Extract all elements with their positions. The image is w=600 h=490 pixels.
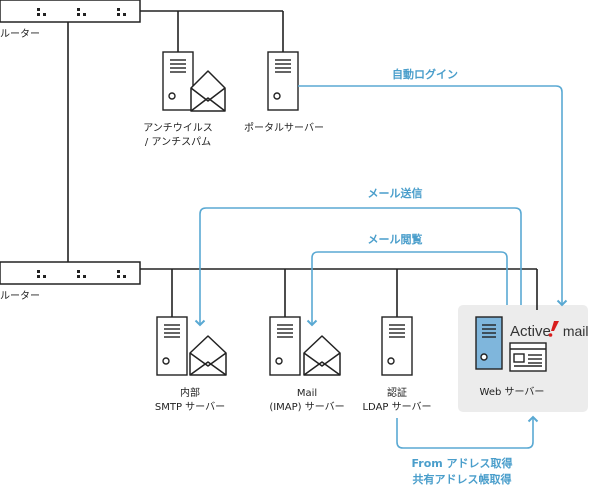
- router-top-label: ルーター: [0, 28, 40, 40]
- server-web-label: Web サーバー: [480, 386, 545, 398]
- router-top: [0, 0, 141, 23]
- flow-ldap-label-2: 共有アドレス帳取得: [413, 472, 512, 486]
- flow-auto-login-label: 自動ログイン: [392, 67, 458, 81]
- server-web-icon: [475, 316, 503, 370]
- activemail-exclamation-icon: [548, 321, 559, 337]
- envelope-imap-icon: [303, 335, 341, 376]
- server-imap-label-1: Mail: [297, 388, 317, 399]
- server-portal-label: ポータルサーバー: [244, 122, 324, 134]
- server-imap-label-2: (IMAP) サーバー: [269, 401, 344, 413]
- server-imap-icon: [269, 316, 301, 376]
- server-portal-icon: [267, 51, 299, 111]
- server-antivirus-label-2: / アンチスパム: [145, 136, 211, 148]
- flow-auto-login: [298, 85, 568, 307]
- router-bottom-label: ルーター: [0, 290, 40, 302]
- server-ldap-label-1: 認証: [387, 386, 407, 399]
- server-smtp-label-1: 内部: [180, 386, 200, 399]
- server-smtp-label-2: SMTP サーバー: [155, 401, 225, 413]
- flow-ldap: [396, 415, 539, 449]
- envelope-smtp-icon: [189, 335, 227, 376]
- network-wires: [67, 10, 538, 317]
- flow-lines: [194, 85, 568, 449]
- server-smtp-icon: [156, 316, 188, 376]
- envelope-antivirus-icon: [190, 70, 226, 112]
- flow-mail-send-label: メール送信: [368, 186, 423, 200]
- flow-ldap-label-1: From アドレス取得: [411, 456, 512, 470]
- browser-window-icon: [509, 342, 547, 372]
- server-ldap-icon: [381, 316, 413, 376]
- server-antivirus-label-1: アンチウイルス: [143, 122, 213, 134]
- flow-mail-send: [194, 207, 522, 327]
- flow-mail-view-label: メール閲覧: [368, 232, 423, 246]
- flow-mail-view: [306, 251, 508, 327]
- server-antivirus-icon: [162, 51, 194, 111]
- router-bottom: [0, 261, 141, 285]
- server-ldap-label-2: LDAP サーバー: [362, 401, 431, 413]
